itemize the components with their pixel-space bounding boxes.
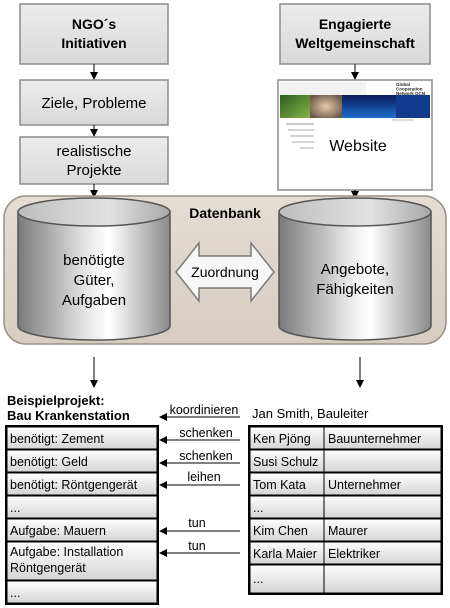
needs-table: benötigt: Zement benötigt: Geld benötigt… xyxy=(5,425,159,605)
thumb-heading-3: Network GCN xyxy=(396,91,425,96)
connection-donate-cement: schenken xyxy=(159,426,240,444)
goals-box-label: Ziele, Probleme xyxy=(41,95,146,112)
people-name-cell: Ken Pjöng xyxy=(253,432,311,446)
people-name-cell: Kim Chen xyxy=(253,524,308,538)
needs-cylinder: benötigte Güter, Aufgaben xyxy=(17,197,171,341)
thumb-heading-2: Cooperation xyxy=(396,87,423,92)
people-name-cell: Karla Maier xyxy=(253,547,317,561)
needs-cell: Aufgabe: Mauern xyxy=(10,524,106,538)
needs-cylinder-line3: Aufgaben xyxy=(62,292,126,309)
thumb-heading-1: Global xyxy=(396,82,410,87)
table-row: Ken Pjöng Bauunternehmer xyxy=(249,426,442,450)
website-box: Global Cooperation Network GCN Website xyxy=(277,79,433,191)
connection-do-install: tun xyxy=(159,539,240,557)
people-name-cell: Tom Kata xyxy=(253,478,306,492)
match-label: Zuordnung xyxy=(191,264,259,280)
needs-cell: benötigt: Röntgengerät xyxy=(10,478,138,492)
needs-cylinder-line1: benötigte xyxy=(63,252,125,269)
projects-box-line1: realistische xyxy=(56,143,131,160)
connection-lend: leihen xyxy=(159,470,240,489)
table-row: Aufgabe: Mauern xyxy=(6,518,158,542)
table-row: Karla Maier Elektriker xyxy=(249,541,442,565)
community-box-line1: Engagierte xyxy=(319,16,392,32)
projects-box-line2: Projekte xyxy=(66,162,121,179)
table-row: ... xyxy=(6,495,158,519)
coordinator-label: Jan Smith, Bauleiter xyxy=(252,406,369,421)
ngo-box: NGO´s Initiativen xyxy=(19,3,169,65)
website-label: Website xyxy=(329,138,387,155)
match-double-arrow: Zuordnung xyxy=(175,240,275,304)
projects-box: realistische Projekte xyxy=(19,136,169,185)
needs-cell: ... xyxy=(10,586,20,600)
example-title-line2: Bau Krankenstation xyxy=(7,408,130,423)
table-row: benötigt: Geld xyxy=(6,449,158,473)
offers-cylinder: Angebote, Fähigkeiten xyxy=(278,197,432,341)
table-row: ... xyxy=(249,564,442,594)
people-table: Ken Pjöng Bauunternehmer Susi Schulz Tom… xyxy=(248,425,443,595)
people-name-cell: ... xyxy=(253,572,263,586)
table-row: Kim Chen Maurer xyxy=(249,518,442,542)
table-row: benötigt: Röntgengerät xyxy=(6,472,158,496)
table-row: Tom Kata Unternehmer xyxy=(249,472,442,496)
connection-label: koordinieren xyxy=(170,403,239,417)
table-row: Susi Schulz xyxy=(249,449,442,473)
needs-cell: benötigt: Geld xyxy=(10,455,88,469)
ngo-box-line1: NGO´s xyxy=(72,16,117,32)
community-box-line2: Weltgemeinschaft xyxy=(295,35,415,51)
needs-cell-line1: Aufgabe: Installation xyxy=(10,545,123,559)
connection-label: schenken xyxy=(179,449,233,463)
people-name-cell: ... xyxy=(253,501,263,515)
connection-label: leihen xyxy=(187,470,220,484)
people-role-cell: Bauunternehmer xyxy=(328,432,421,446)
needs-cell: ... xyxy=(10,501,20,515)
connection-donate-money: schenken xyxy=(159,449,240,467)
table-row: benötigt: Zement xyxy=(6,426,158,450)
table-row: ... xyxy=(6,580,158,604)
example-title-line1: Beispielprojekt: xyxy=(7,393,105,408)
offers-cylinder-line1: Angebote, xyxy=(321,261,389,278)
connection-coordinate: koordinieren xyxy=(159,403,240,421)
table-row: ... xyxy=(249,495,442,519)
offers-cylinder-line2: Fähigkeiten xyxy=(316,281,394,298)
goals-box: Ziele, Probleme xyxy=(19,79,169,126)
connection-label: tun xyxy=(188,516,205,530)
needs-cylinder-line2: Güter, xyxy=(74,272,115,289)
connection-label: tun xyxy=(188,539,205,553)
needs-cell: benötigt: Zement xyxy=(10,432,104,446)
ngo-box-line2: Initiativen xyxy=(61,35,126,51)
people-role-cell: Elektriker xyxy=(328,547,380,561)
needs-cell-line2: Röntgengerät xyxy=(10,561,86,575)
connection-label: schenken xyxy=(179,426,233,440)
website-thumbnail: Global Cooperation Network GCN xyxy=(280,82,430,149)
connection-do-walls: tun xyxy=(159,516,240,535)
people-name-cell: Susi Schulz xyxy=(253,455,318,469)
people-role-cell: Unternehmer xyxy=(328,478,401,492)
people-role-cell: Maurer xyxy=(328,524,368,538)
community-box: Engagierte Weltgemeinschaft xyxy=(279,3,431,65)
database-title: Datenbank xyxy=(189,205,261,221)
table-row: Aufgabe: Installation Röntgengerät xyxy=(6,541,158,581)
